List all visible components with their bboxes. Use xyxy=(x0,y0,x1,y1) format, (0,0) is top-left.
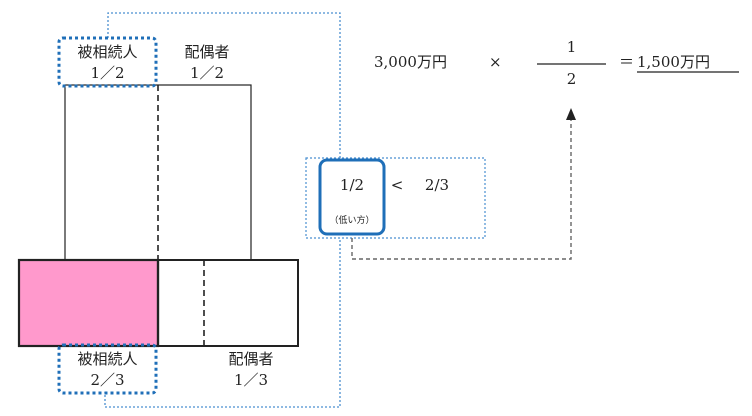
formula-numerator: 1 xyxy=(566,38,577,56)
bottom-spouse-fraction: 1／3 xyxy=(233,371,269,389)
formula-times: × xyxy=(489,53,502,71)
lower-value-box xyxy=(318,158,386,236)
top-heir-label: 被相続人 xyxy=(77,43,138,61)
comparison-lower-value: 1/2 xyxy=(339,176,365,194)
formula-equals: ＝ xyxy=(619,53,635,71)
bottom-heir-label: 被相続人 xyxy=(77,350,138,368)
comparison-less-than: < xyxy=(390,176,404,194)
heir-highlight-area xyxy=(17,258,160,348)
comparison-box xyxy=(305,157,486,239)
connector-top-line xyxy=(107,12,341,158)
top-spouse-fraction: 1／2 xyxy=(189,64,225,82)
comparison-lower-note: （低い方） xyxy=(329,216,375,226)
top-heir-fraction: 1／2 xyxy=(90,64,125,82)
connector-bottom-line xyxy=(104,240,341,408)
formula-denominator: 2 xyxy=(566,70,577,88)
top-heir-label-box xyxy=(57,36,158,88)
bottom-heir-label-box xyxy=(57,343,158,395)
result-arrow-line xyxy=(351,118,572,260)
bottom-spouse-label: 配偶者 xyxy=(228,350,274,368)
bottom-heir-fraction: 2／3 xyxy=(90,371,125,389)
top-spouse-label: 配偶者 xyxy=(184,43,230,61)
result-arrow-head xyxy=(566,108,576,120)
top-bar xyxy=(64,84,252,261)
formula-amount: 3,000万円 xyxy=(374,53,447,71)
formula-result: 1,500万円 xyxy=(637,53,710,71)
comparison-higher-value: 2/3 xyxy=(424,176,450,194)
